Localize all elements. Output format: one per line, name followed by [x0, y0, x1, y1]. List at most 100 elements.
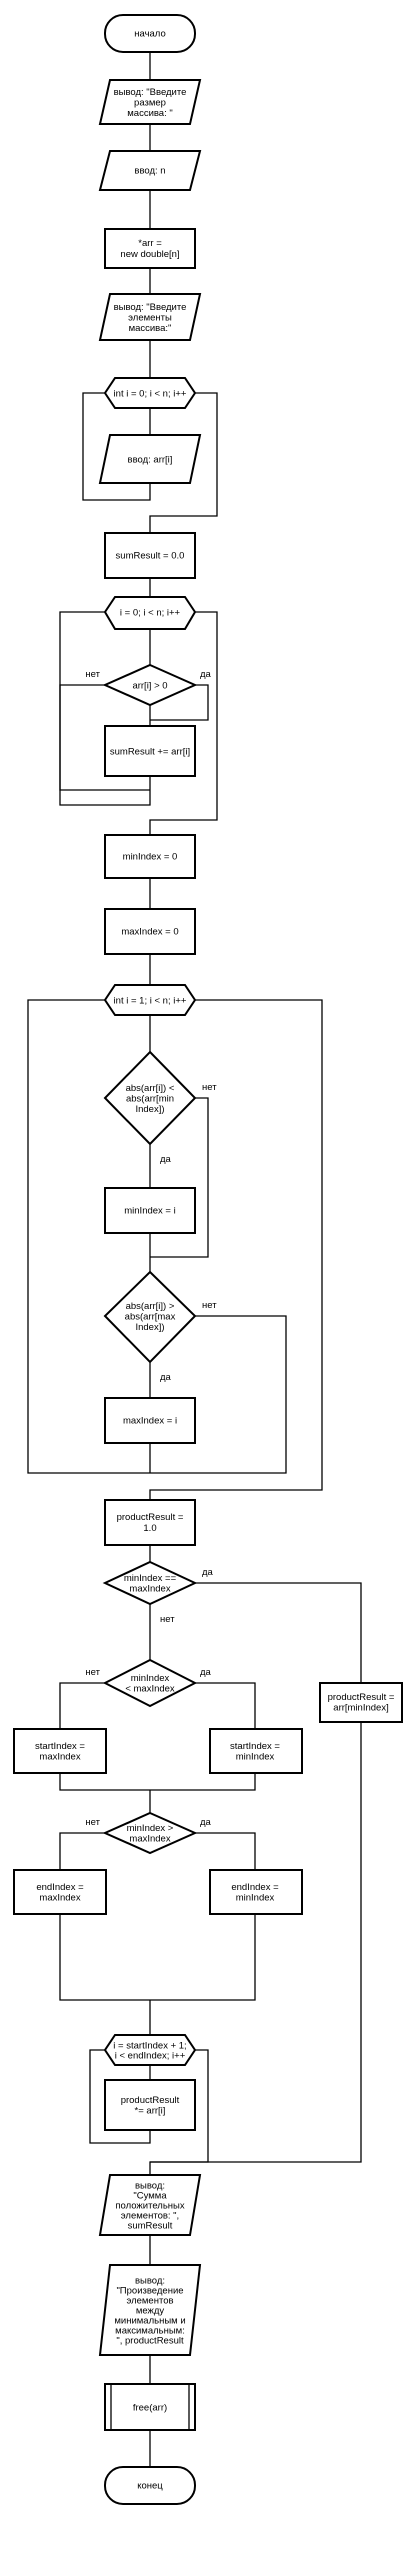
- alloc-line: new double[n]: [120, 249, 179, 260]
- product-single: [319, 1682, 403, 1723]
- loop3-label: int i = 1; i < n; i++: [114, 995, 187, 1006]
- output-sum: [98, 2174, 202, 2236]
- out-sum-line: sumResult: [128, 2220, 173, 2231]
- cond-eq-line: maxIndex: [129, 1584, 170, 1595]
- start-label: начало: [134, 28, 166, 39]
- out-sum-line: вывод:: [135, 2180, 165, 2191]
- condition-less: [102, 1658, 198, 1708]
- sum-init: [104, 532, 196, 579]
- prod-mul-label: productResult*= arr[i]: [121, 2095, 180, 2117]
- loop1-label: int i = 0; i < n; i++: [114, 388, 187, 399]
- input-n: [98, 150, 202, 191]
- prod-init-line: productResult =: [117, 1512, 184, 1523]
- output-elements-prompt: [98, 293, 202, 341]
- set-max-line: maxIndex = i: [123, 1415, 177, 1426]
- cond-pos-label: arr[i] > 0: [132, 680, 167, 691]
- min-index-init: [104, 834, 196, 879]
- prod-single-line: arr[minIndex]: [333, 1703, 388, 1714]
- condition-min: [103, 1050, 197, 1146]
- start-index-min: [209, 1728, 303, 1774]
- end-label: конец: [137, 2480, 163, 2491]
- start-line: начало: [134, 28, 166, 39]
- out-prod-line: между: [136, 2305, 165, 2316]
- branch-yes-label: да: [202, 1567, 214, 1578]
- branch-yes-label: да: [200, 1817, 212, 1828]
- sum-add-line: sumResult += arr[i]: [110, 746, 190, 757]
- sum-init-label: sumResult = 0.0: [116, 550, 185, 561]
- cond-lt-line: < maxIndex: [125, 1684, 175, 1695]
- cond-pos-line: arr[i] > 0: [132, 680, 167, 691]
- branch-no-label: нет: [160, 1614, 175, 1625]
- set-min-line: minIndex = i: [124, 1205, 176, 1216]
- end-max-label: endIndex =maxIndex: [36, 1882, 84, 1904]
- cond-min-line: abs(arr[min: [126, 1093, 174, 1104]
- out-elems-line: массива:": [129, 323, 172, 334]
- out-sum-line: элементов: ",: [121, 2210, 179, 2221]
- out-size-line: массива: ": [127, 108, 173, 119]
- loop1-line: int i = 0; i < n; i++: [114, 388, 187, 399]
- end-min-line: endIndex =: [231, 1882, 279, 1893]
- branch-no-label: нет: [85, 669, 100, 680]
- end-terminator: [104, 2466, 196, 2505]
- max-index-init: [104, 908, 196, 955]
- end-line: конец: [137, 2480, 163, 2491]
- loop4-header: [103, 2034, 197, 2066]
- prod-init-label: productResult =1.0: [117, 1512, 184, 1534]
- out-sum-line: положительных: [115, 2200, 184, 2211]
- start-max-line: startIndex =: [35, 1741, 85, 1752]
- start-min-line: minIndex: [236, 1752, 275, 1763]
- sum-add-label: sumResult += arr[i]: [110, 746, 190, 757]
- start-min-label: startIndex =minIndex: [230, 1741, 280, 1763]
- loop3-line: int i = 1; i < n; i++: [114, 995, 187, 1006]
- free-array: [104, 2383, 196, 2431]
- out-prod-line: элементов: [126, 2295, 173, 2306]
- end-max-line: endIndex =: [36, 1882, 84, 1893]
- set-min-label: minIndex = i: [124, 1205, 176, 1216]
- prod-mul-line: *= arr[i]: [135, 2106, 166, 2117]
- sum-init-line: sumResult = 0.0: [116, 550, 185, 561]
- out-sum-line: "Сумма: [133, 2190, 167, 2201]
- cond-gt-label: minIndex >maxIndex: [127, 1823, 174, 1845]
- loop2-line: i = 0; i < n; i++: [120, 607, 181, 618]
- branch-yes-label: да: [160, 1372, 172, 1383]
- out-prod-line: "Произведение: [116, 2285, 183, 2296]
- out-prod-line: вывод:: [135, 2275, 165, 2286]
- loop4-line: i < endIndex; i++: [115, 2050, 186, 2061]
- out-prod-line: ", productResult: [116, 2335, 184, 2346]
- end-min-line: minIndex: [236, 1893, 275, 1904]
- product-multiply: [104, 2079, 196, 2131]
- in-arr-line: ввод: arr[i]: [128, 454, 173, 465]
- alloc-line: *arr =: [138, 238, 162, 249]
- out-prod-line: максимальным:: [115, 2325, 185, 2336]
- branch-no-label: нет: [202, 1082, 217, 1093]
- start-min-line: startIndex =: [230, 1741, 280, 1752]
- alloc-label: *arr =new double[n]: [120, 238, 179, 260]
- connectors: [27, 53, 362, 2467]
- branch-yes-label: да: [160, 1154, 172, 1165]
- cond-min-line: Index]): [135, 1104, 164, 1115]
- loop3-header: [103, 984, 197, 1016]
- end-max-line: maxIndex: [39, 1893, 80, 1904]
- max-init-label: maxIndex = 0: [121, 926, 178, 937]
- in-n-line: ввод: n: [134, 165, 165, 176]
- out-elems-line: элементы: [128, 312, 172, 323]
- cond-max-line: Index]): [135, 1322, 164, 1333]
- start-terminator: [104, 14, 196, 53]
- product-init: [104, 1499, 196, 1546]
- set-max-label: maxIndex = i: [123, 1415, 177, 1426]
- min-init-label: minIndex = 0: [123, 851, 178, 862]
- loop4-line: i = startIndex + 1;: [113, 2040, 186, 2051]
- out-elems-line: вывод: "Введите: [114, 302, 187, 313]
- end-index-min: [209, 1869, 303, 1915]
- branch-no-label: нет: [202, 1300, 217, 1311]
- cond-lt-line: minIndex: [131, 1673, 170, 1684]
- condition-max: [103, 1270, 197, 1364]
- cond-gt-line: maxIndex: [129, 1834, 170, 1845]
- in-n-label: ввод: n: [134, 165, 165, 176]
- set-min-index: [104, 1187, 196, 1234]
- condition-positive: [102, 663, 198, 707]
